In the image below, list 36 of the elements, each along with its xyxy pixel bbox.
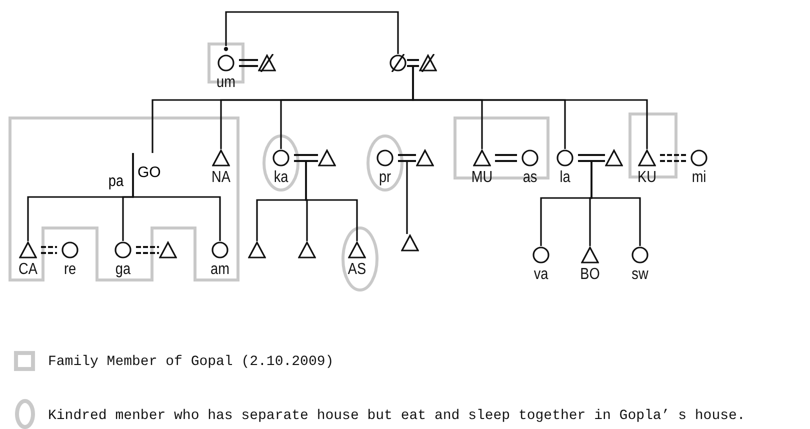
person-label: GO <box>134 153 162 189</box>
descent-line <box>398 160 408 234</box>
marriage-line <box>495 154 517 162</box>
marriage-line <box>660 154 686 162</box>
person-label: NA <box>210 169 232 187</box>
person-label: um <box>216 74 236 92</box>
person-label: KU <box>636 169 658 187</box>
marriage-line <box>136 246 159 254</box>
marriage-line <box>294 154 318 162</box>
person-label: CA <box>18 261 38 279</box>
marriage-line <box>578 154 605 162</box>
person-label: pa <box>103 171 129 191</box>
person-label: ka <box>272 169 290 187</box>
person-label: la <box>558 169 572 187</box>
descent-line <box>578 160 641 246</box>
sibling-line <box>225 11 399 54</box>
person-label: MU <box>470 169 494 187</box>
legend-text: Family Member of Gopal (2.10.2009) <box>48 353 334 371</box>
person-label: mi <box>690 169 708 187</box>
descent-line <box>294 160 358 241</box>
marriage-line <box>41 246 57 254</box>
person-label: as <box>522 169 538 187</box>
person-label: va <box>532 266 550 284</box>
legend-text: Kindred menber who has separate house but eat and sleep together in Gopla’ s house. <box>48 407 746 425</box>
descent-line <box>132 153 221 241</box>
marriage-line <box>407 59 419 67</box>
descent-line <box>407 65 648 149</box>
person-label: ga <box>114 261 132 279</box>
marriage-line <box>239 59 258 67</box>
person-label: BO <box>579 266 601 284</box>
marriage-line <box>398 154 416 162</box>
person-label: pr <box>378 169 392 187</box>
person-label: re <box>62 261 78 279</box>
person-label: am <box>210 261 230 279</box>
person-label: AS <box>346 261 368 279</box>
person-label: sw <box>630 266 650 284</box>
